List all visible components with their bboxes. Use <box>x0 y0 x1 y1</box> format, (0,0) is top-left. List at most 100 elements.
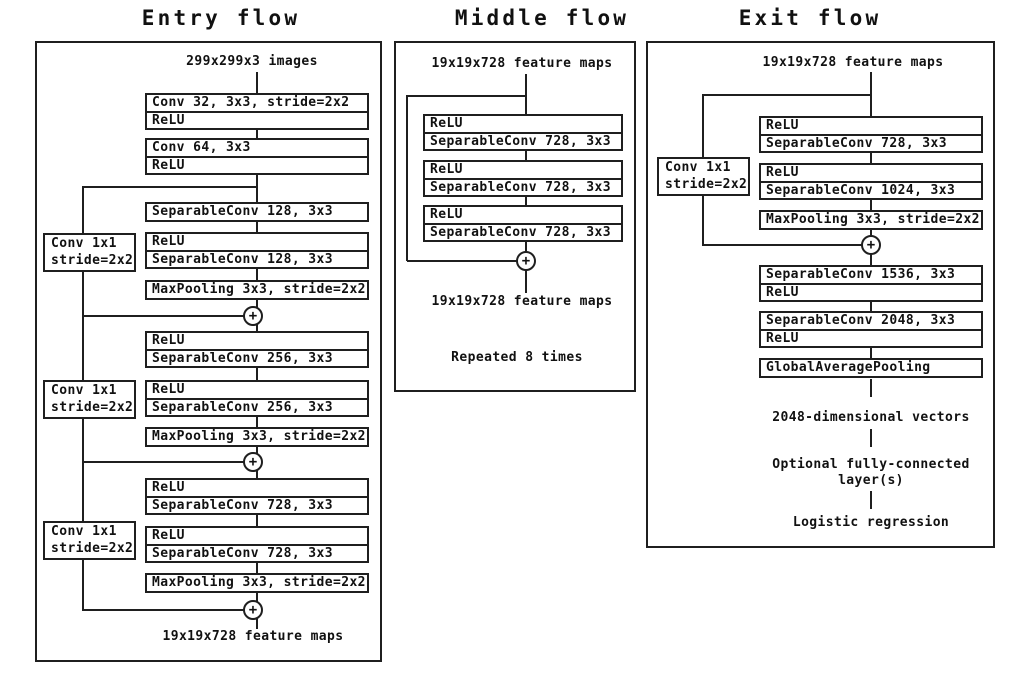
entry-flow-title: Entry flow <box>141 6 301 30</box>
middle-output-caption: 19x19x728 feature maps <box>431 294 613 309</box>
entry-layer-box-conv64: Conv 64, 3x3 ReLU <box>145 138 369 175</box>
middle-flow-title: Middle flow <box>454 6 630 30</box>
middle-layer-box-2: ReLU SeparableConv 728, 3x3 <box>423 160 623 197</box>
layer-label: SeparableConv 728, 3x3 <box>425 177 621 196</box>
layer-label: stride=2x2 <box>51 399 134 415</box>
layer-label: SeparableConv 1024, 3x3 <box>761 180 981 199</box>
layer-label: ReLU <box>152 333 185 348</box>
layer-label: stride=2x2 <box>665 176 748 192</box>
exit-vectors-caption: 2048-dimensional vectors <box>772 410 970 425</box>
entry-layer-box-sepconv256b: ReLU SeparableConv 256, 3x3 <box>145 380 369 417</box>
entry-input-caption: 299x299x3 images <box>186 54 318 69</box>
entry-layer-box-sepconv128a: SeparableConv 128, 3x3 <box>145 202 369 222</box>
layer-label: ReLU <box>152 234 185 249</box>
middle-repeat-note: Repeated 8 times <box>451 350 583 365</box>
layer-label: MaxPooling 3x3, stride=2x2 <box>152 575 366 590</box>
layer-label: MaxPooling 3x3, stride=2x2 <box>152 282 366 297</box>
layer-label: ReLU <box>152 480 185 495</box>
entry-branch-line <box>83 186 257 188</box>
layer-label: Conv 1x1 <box>51 524 117 539</box>
layer-label: SeparableConv 1536, 3x3 <box>766 267 956 282</box>
exit-input-caption: 19x19x728 feature maps <box>762 55 944 70</box>
layer-label: ReLU <box>761 328 981 347</box>
entry-skip-conv-box-1: Conv 1x1 stride=2x2 <box>43 233 136 272</box>
entry-add-circle-2: + <box>243 452 263 472</box>
entry-skip-conv-box-2: Conv 1x1 stride=2x2 <box>43 380 136 419</box>
entry-layer-box-maxpool-3: MaxPooling 3x3, stride=2x2 <box>145 573 369 593</box>
entry-layer-box-conv32: Conv 32, 3x3, stride=2x2 ReLU <box>145 93 369 130</box>
layer-label: Conv 1x1 <box>51 383 117 398</box>
middle-layer-box-1: ReLU SeparableConv 728, 3x3 <box>423 114 623 151</box>
plus-icon: + <box>248 307 258 324</box>
layer-label: SeparableConv 728, 3x3 <box>147 495 367 514</box>
entry-layer-box-sepconv728a: ReLU SeparableConv 728, 3x3 <box>145 478 369 515</box>
plus-icon: + <box>866 236 876 253</box>
layer-label: SeparableConv 256, 3x3 <box>147 397 367 416</box>
layer-label: MaxPooling 3x3, stride=2x2 <box>766 212 980 227</box>
layer-label: ReLU <box>430 116 463 131</box>
layer-label: SeparableConv 128, 3x3 <box>152 204 333 219</box>
middle-flow-container <box>394 41 636 392</box>
layer-label: Conv 32, 3x3, stride=2x2 <box>152 95 350 110</box>
exit-tick-line-3 <box>870 491 872 509</box>
layer-label: ReLU <box>147 110 367 129</box>
layer-label: stride=2x2 <box>51 540 134 556</box>
entry-layer-box-sepconv128b: ReLU SeparableConv 128, 3x3 <box>145 232 369 269</box>
exit-layer-box-maxpool: MaxPooling 3x3, stride=2x2 <box>759 210 983 230</box>
exit-layer-box-sepconv2048: SeparableConv 2048, 3x3 ReLU <box>759 311 983 348</box>
layer-label: ReLU <box>430 162 463 177</box>
entry-layer-box-sepconv256a: ReLU SeparableConv 256, 3x3 <box>145 331 369 368</box>
exit-flow-container <box>646 41 995 548</box>
middle-skip-line <box>406 95 408 261</box>
layer-label: ReLU <box>147 155 367 174</box>
plus-icon: + <box>248 601 258 618</box>
middle-add-line <box>407 260 519 262</box>
layer-label: ReLU <box>766 165 799 180</box>
layer-label: ReLU <box>152 528 185 543</box>
plus-icon: + <box>521 252 531 269</box>
layer-label: ReLU <box>430 207 463 222</box>
exit-flow-title: Exit flow <box>738 6 882 30</box>
middle-branch-line <box>407 95 526 97</box>
layer-label: MaxPooling 3x3, stride=2x2 <box>152 429 366 444</box>
entry-layer-box-maxpool-1: MaxPooling 3x3, stride=2x2 <box>145 280 369 300</box>
layer-label: Conv 1x1 <box>665 160 731 175</box>
entry-add-line-3 <box>83 609 245 611</box>
layer-label: SeparableConv 728, 3x3 <box>425 222 621 241</box>
layer-label: SeparableConv 128, 3x3 <box>147 249 367 268</box>
entry-add-circle-3: + <box>243 600 263 620</box>
middle-layer-box-3: ReLU SeparableConv 728, 3x3 <box>423 205 623 242</box>
layer-label: SeparableConv 728, 3x3 <box>147 543 367 562</box>
entry-layer-box-maxpool-2: MaxPooling 3x3, stride=2x2 <box>145 427 369 447</box>
exit-layer-box-sepconv1024: ReLU SeparableConv 1024, 3x3 <box>759 163 983 200</box>
exit-layer-box-sepconv728: ReLU SeparableConv 728, 3x3 <box>759 116 983 153</box>
layer-label: stride=2x2 <box>51 252 134 268</box>
entry-skip-conv-box-3: Conv 1x1 stride=2x2 <box>43 521 136 560</box>
exit-add-circle: + <box>861 235 881 255</box>
exit-branch-line <box>703 94 871 96</box>
exit-tick-line-1 <box>870 379 872 397</box>
layer-label: SeparableConv 728, 3x3 <box>425 131 621 150</box>
layer-label: ReLU <box>766 118 799 133</box>
layer-label: ReLU <box>761 282 981 301</box>
layer-label: SeparableConv 2048, 3x3 <box>766 313 956 328</box>
entry-add-circle-1: + <box>243 306 263 326</box>
layer-label: SeparableConv 256, 3x3 <box>147 348 367 367</box>
exit-tick-line-2 <box>870 429 872 447</box>
layer-label: Conv 1x1 <box>51 236 117 251</box>
entry-add-line-1 <box>83 315 245 317</box>
entry-flow-container <box>35 41 382 662</box>
exit-skip-conv-box: Conv 1x1 stride=2x2 <box>657 157 750 196</box>
exit-layer-box-sepconv1536: SeparableConv 1536, 3x3 ReLU <box>759 265 983 302</box>
exit-layer-box-globalavgpool: GlobalAveragePooling <box>759 358 983 378</box>
middle-input-caption: 19x19x728 feature maps <box>431 56 613 71</box>
layer-label: Conv 64, 3x3 <box>152 140 251 155</box>
entry-add-line-2 <box>83 461 245 463</box>
layer-label: GlobalAveragePooling <box>766 360 931 375</box>
exit-add-line <box>703 244 863 246</box>
plus-icon: + <box>248 453 258 470</box>
layer-label: ReLU <box>152 382 185 397</box>
exit-logistic-caption: Logistic regression <box>792 515 950 530</box>
middle-add-circle: + <box>516 251 536 271</box>
entry-layer-box-sepconv728b: ReLU SeparableConv 728, 3x3 <box>145 526 369 563</box>
